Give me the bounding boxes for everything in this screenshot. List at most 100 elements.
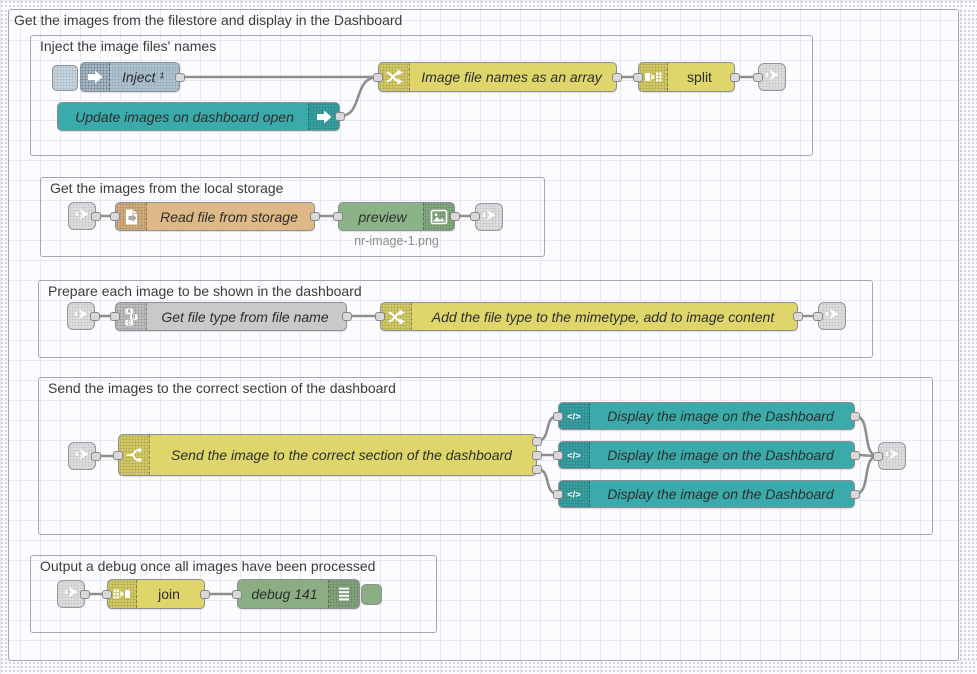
node-label: debug 141 [251, 586, 318, 602]
list-icon [328, 580, 359, 608]
abc-icon [116, 303, 147, 330]
image-preview-node[interactable]: preview [338, 202, 455, 231]
group-outer-title: Get the images from the filestore and di… [14, 12, 403, 28]
port[interactable] [850, 450, 860, 460]
port[interactable] [110, 211, 120, 221]
link-in-icon [62, 583, 80, 606]
split-node[interactable]: split [638, 62, 735, 92]
image-icon [423, 203, 454, 230]
canvas-dots-left [0, 9, 8, 661]
group-inject-title: Inject the image files' names [40, 38, 217, 54]
port[interactable] [813, 311, 823, 321]
port[interactable] [373, 72, 383, 82]
node-label: preview [358, 208, 407, 225]
port[interactable] [553, 489, 563, 499]
fork-icon [119, 435, 150, 475]
switch-node-send[interactable]: Send the image to the correct section of… [118, 434, 537, 476]
link-out-icon [480, 206, 498, 229]
port[interactable] [91, 211, 101, 221]
node-label: Image file names as an array [421, 69, 602, 85]
port[interactable] [553, 411, 563, 421]
port[interactable] [91, 451, 101, 461]
node-label: Display the image on the Dashboard [607, 447, 834, 463]
group-inject[interactable] [30, 35, 813, 156]
port[interactable] [450, 211, 460, 221]
shuffle-icon [381, 303, 412, 330]
link-out-icon [883, 445, 901, 468]
link-in-icon [72, 305, 90, 328]
port[interactable] [80, 589, 90, 599]
port[interactable] [113, 450, 123, 460]
port[interactable] [532, 450, 542, 460]
group-debug[interactable] [30, 555, 437, 633]
arrow-right-icon [81, 63, 110, 91]
node-label: Read file from storage [160, 208, 298, 225]
node-label: Add the file type to the mimetype, add t… [431, 308, 775, 325]
file-in-node[interactable]: Read file from storage [115, 202, 315, 231]
port[interactable] [873, 451, 883, 461]
port[interactable] [532, 436, 542, 446]
link-in-icon [73, 445, 91, 468]
port[interactable] [232, 589, 242, 599]
port[interactable] [470, 211, 480, 221]
change-node-mimetype[interactable]: Add the file type to the mimetype, add t… [380, 302, 798, 331]
wire[interactable] [853, 454, 880, 496]
node-label: split [687, 69, 712, 85]
join-node[interactable]: join [107, 579, 205, 609]
port[interactable] [310, 211, 320, 221]
port[interactable] [793, 311, 803, 321]
group-prepare[interactable] [38, 280, 873, 358]
node-label: Display the image on the Dashboard [607, 486, 834, 502]
node-label: Get file type from file name [161, 308, 329, 325]
link-out-icon [823, 305, 841, 328]
wire[interactable] [853, 414, 880, 458]
node-label: Send the image to the correct section of… [171, 447, 512, 463]
ui-control-node[interactable]: Update images on dashboard open [57, 102, 340, 131]
group-send[interactable] [38, 377, 933, 535]
code-icon [559, 403, 590, 429]
node-label: join [158, 586, 180, 602]
port[interactable] [333, 211, 343, 221]
port[interactable] [532, 464, 542, 474]
group-debug-title: Output a debug once all images have been… [40, 558, 376, 574]
inject-node[interactable]: Inject ¹ [80, 62, 180, 92]
code-icon [559, 442, 590, 468]
port[interactable] [850, 411, 860, 421]
port[interactable] [175, 72, 185, 82]
template-node-display-1[interactable]: Display the image on the Dashboard [558, 402, 855, 430]
change-node-filenames[interactable]: Image file names as an array [378, 62, 617, 92]
port[interactable] [730, 72, 740, 82]
port[interactable] [335, 111, 345, 121]
group-local-storage[interactable] [40, 177, 545, 257]
shuffle-icon [379, 63, 410, 91]
port[interactable] [200, 589, 210, 599]
link-out-icon [763, 66, 781, 89]
port[interactable] [90, 311, 100, 321]
port[interactable] [612, 72, 622, 82]
group-outer[interactable] [8, 9, 959, 661]
port[interactable] [753, 72, 763, 82]
debug-node[interactable]: debug 141 [237, 579, 360, 609]
wire[interactable] [338, 75, 380, 118]
port[interactable] [342, 311, 352, 321]
group-local-storage-title: Get the images from the local storage [50, 180, 284, 196]
filetype-node[interactable]: Get file type from file name [115, 302, 347, 331]
canvas-dots-bottom [0, 661, 977, 674]
port[interactable] [110, 311, 120, 321]
port[interactable] [102, 589, 112, 599]
code-icon [559, 481, 590, 507]
port[interactable] [553, 450, 563, 460]
template-node-display-2[interactable]: Display the image on the Dashboard [558, 441, 855, 469]
group-send-title: Send the images to the correct section o… [48, 380, 396, 396]
port[interactable] [850, 489, 860, 499]
debug-toggle-button[interactable] [361, 584, 382, 605]
arrow-right-icon [308, 103, 339, 130]
inject-button[interactable] [52, 65, 78, 91]
port[interactable] [633, 72, 643, 82]
port[interactable] [375, 311, 385, 321]
template-node-display-3[interactable]: Display the image on the Dashboard [558, 480, 855, 508]
canvas-dots-right [959, 9, 977, 661]
link-in-icon [73, 205, 91, 228]
canvas-dots-top [0, 0, 977, 9]
